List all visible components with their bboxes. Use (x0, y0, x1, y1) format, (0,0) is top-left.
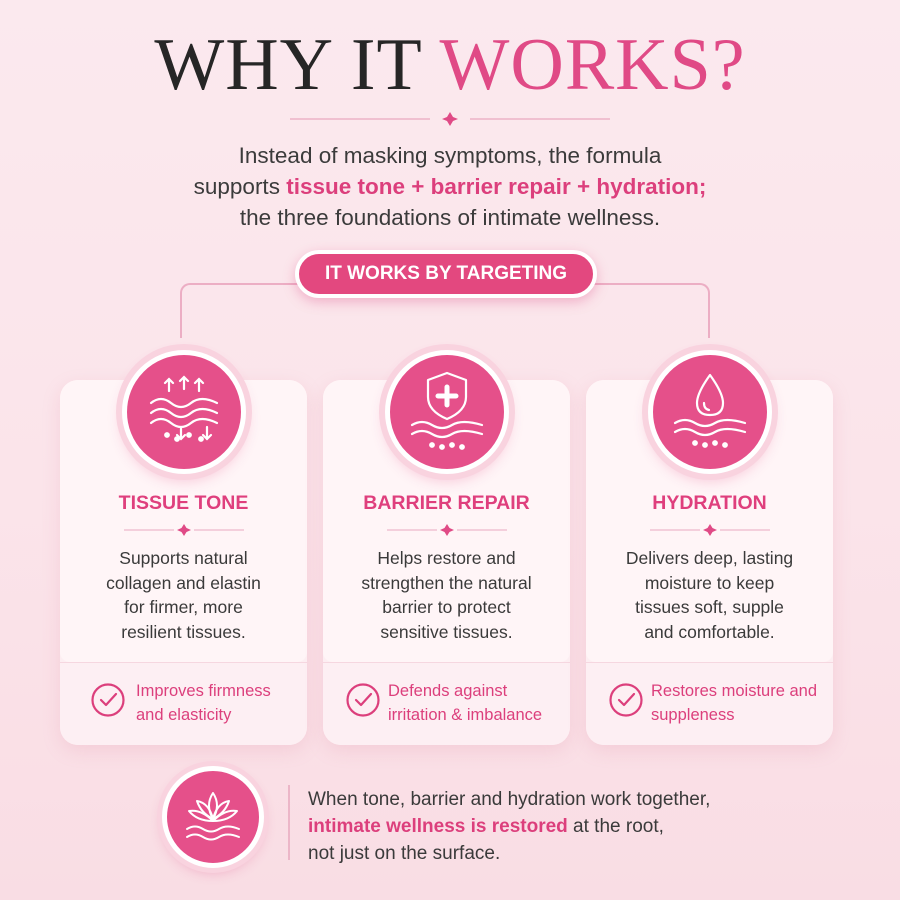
check-circle-icon (609, 683, 643, 717)
footer-highlight: intimate wellness is restored (308, 816, 568, 837)
title-accent: WORKS? (439, 24, 746, 106)
intro-highlight: tissue tone + barrier repair + hydration… (286, 174, 707, 199)
title-divider (290, 112, 610, 126)
card-title: HYDRATION (652, 492, 767, 514)
card-benefit: Improves firmness and elasticity (136, 682, 271, 724)
card-barrier-repair: BARRIER REPAIR Helps restore and strengt… (323, 350, 570, 745)
footer-text: When tone, barrier and hydration work to… (308, 786, 868, 867)
check-circle-icon (91, 683, 125, 717)
skin-layers-arrows-icon (121, 350, 246, 474)
check-circle-icon (346, 683, 380, 717)
footer-line-2: intimate wellness is restored at the roo… (308, 813, 868, 840)
card-benefit: Defends against irritation & imbalance (388, 682, 543, 724)
card-title: BARRIER REPAIR (363, 492, 530, 514)
card-tissue-tone: TISSUE TONE Supports natural collagen an… (60, 350, 307, 745)
page-title: WHY IT WORKS? (0, 28, 900, 102)
lotus-icon (162, 766, 264, 868)
intro-text: Instead of masking symptoms, the formula… (0, 140, 900, 233)
card-divider (386, 524, 507, 536)
intro-line-2: supports tissue tone + barrier repair + … (0, 171, 900, 202)
card-title: TISSUE TONE (118, 492, 249, 514)
shield-cross-icon (384, 350, 509, 474)
intro-line-3: the three foundations of intimate wellne… (239, 205, 661, 230)
intro-line-2-pre: supports (193, 174, 287, 199)
footer-line-2-rest: at the root, (567, 816, 664, 837)
intro-line-1: Instead of masking symptoms, the formula (238, 143, 662, 168)
card-divider (123, 524, 244, 536)
targeting-pill: IT WORKS BY TARGETING (295, 250, 597, 298)
card-benefit: Restores moisture and suppleness (651, 682, 817, 724)
water-drop-icon (647, 350, 772, 474)
footer-line-3: not just on the surface. (308, 843, 501, 864)
card-divider (649, 524, 770, 536)
card-hydration: HYDRATION Delivers deep, lasting moistur… (586, 350, 833, 745)
card-description: Delivers deep, lasting moisture to keep … (625, 548, 794, 642)
card-description: Supports natural collagen and elastin fo… (106, 548, 261, 642)
footer-divider (288, 785, 290, 860)
title-main: WHY IT (154, 24, 440, 106)
footer-line-1: When tone, barrier and hydration work to… (308, 789, 711, 810)
card-description: Helps restore and strengthen the natural… (361, 548, 532, 642)
